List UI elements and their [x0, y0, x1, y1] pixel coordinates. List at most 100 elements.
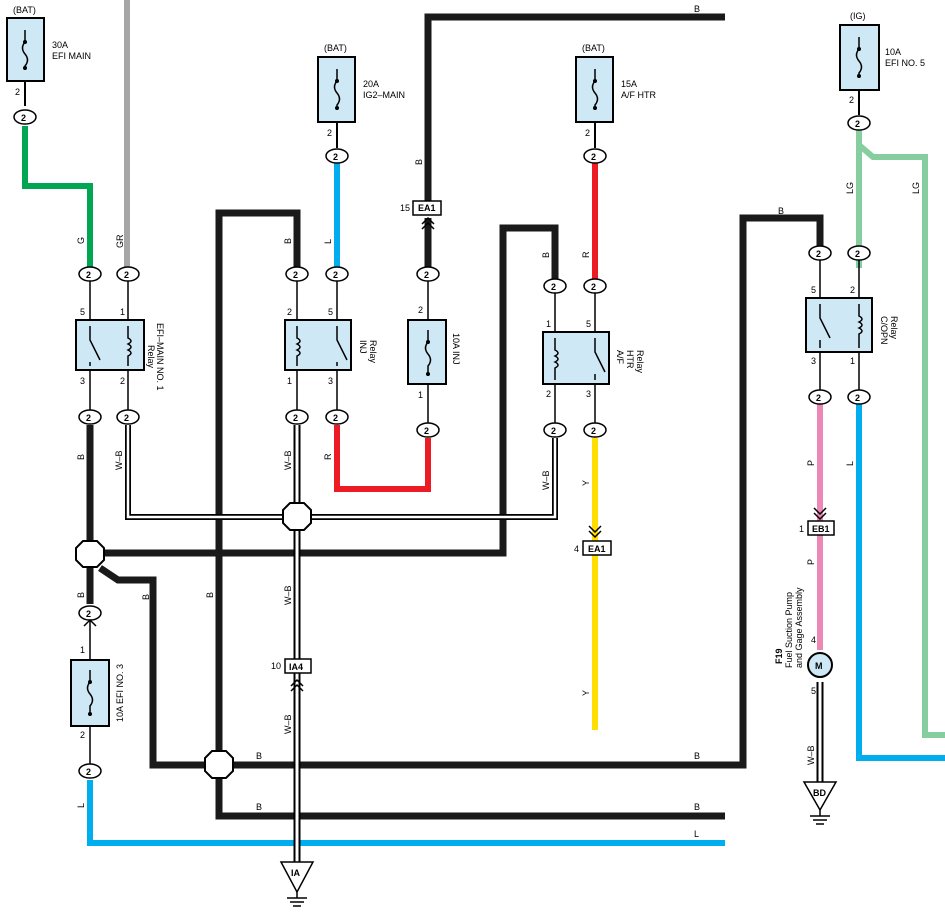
fuse-ig2-rating: 20A — [363, 79, 379, 89]
pin-number: 2 — [551, 426, 556, 436]
wires-black — [86, 13, 824, 820]
relay-inj-name2: Relay — [368, 340, 378, 364]
wire-label-wb: W–B — [806, 745, 816, 765]
wire-label-r: R — [581, 251, 591, 258]
wire-label-b: B — [76, 454, 86, 460]
connector-pin: 10 — [271, 661, 281, 671]
wire-label-lg: LG — [911, 182, 921, 194]
ground-ia: IA — [279, 861, 315, 907]
pin-number: 2 — [855, 249, 860, 259]
pin-number: 2 — [816, 249, 821, 259]
fuse-efi5-rating: 10A — [885, 47, 901, 57]
fuse-efi-main: (BAT) 30A EFI MAIN 2 2 — [6, 5, 91, 125]
connector-pin: 15 — [400, 203, 410, 213]
relay-copn-name1: C/OPN — [879, 316, 889, 345]
pin-label: 5 — [586, 319, 591, 329]
wire-label-b: B — [141, 594, 151, 600]
wires-white-black — [125, 425, 824, 862]
pin-label: 2 — [546, 389, 551, 399]
wire-label-wb: W–B — [283, 714, 293, 734]
fuse-efi5-name: EFI NO. 5 — [885, 58, 925, 68]
fuse-inj-label: 10A INJ — [451, 333, 461, 365]
connector-pin: 4 — [574, 544, 579, 554]
relay-copn-name2: Relay — [889, 316, 899, 340]
motor-ref: F19 — [774, 648, 784, 664]
pin-label: 2 — [849, 95, 854, 105]
wire-label-wb: W–B — [114, 450, 124, 470]
wire-label-wb: W–B — [283, 585, 293, 605]
connector-pin: 1 — [799, 524, 804, 534]
fuse-inj: 2 2 10A INJ 1 2 — [407, 266, 461, 438]
fuse-efi5-source: (IG) — [850, 11, 866, 21]
junction-ground — [204, 750, 234, 779]
wire-lightgreen-branch — [857, 142, 945, 738]
connector-ea1-top: 15 EA1 — [400, 200, 442, 230]
connector-ia4: 10 IA4 — [271, 658, 312, 692]
pin-label: 1 — [80, 645, 85, 655]
pin-number: 2 — [86, 413, 91, 423]
pin-number: 2 — [855, 393, 860, 403]
wire-label-b: B — [256, 802, 262, 812]
connector-id: EA1 — [588, 544, 606, 554]
pin-number: 2 — [551, 282, 556, 292]
pin-number: 2 — [293, 413, 298, 423]
wire-labels: B G GR B L B B R B LG LG B W–B W–B R W–B… — [76, 4, 921, 839]
pin-label: 2 — [287, 307, 292, 317]
wire-label-r: R — [323, 453, 333, 460]
pin-number: 2 — [591, 282, 596, 292]
pin-label: 2 — [120, 376, 125, 386]
wire-label-l: L — [76, 803, 86, 808]
pin-label: 5 — [328, 307, 333, 317]
pin-label: 1 — [546, 319, 551, 329]
pin-number: 2 — [591, 426, 596, 436]
fuse-efi-main-source: (BAT) — [13, 5, 36, 15]
pin-label: 1 — [287, 376, 292, 386]
relay-afhtr-name3: Relay — [635, 350, 645, 374]
relay-inj: 2 2 2 5 INJ Relay 1 3 2 2 — [284, 266, 378, 425]
relay-c-opn: 2 2 5 2 C/OPN Relay 3 1 2 2 — [805, 245, 899, 405]
pin-label: 1 — [120, 307, 125, 317]
motor-name1: Fuel Suction Pump — [784, 592, 794, 668]
fuse-efi-main-rating: 30A — [52, 40, 68, 50]
pin-label: 2 — [585, 128, 590, 138]
pin-number: 2 — [333, 270, 338, 280]
fuse-afhtr-name: A/F HTR — [621, 90, 656, 100]
pin-number: 2 — [333, 413, 338, 423]
relay-efi-name2: Relay — [146, 345, 156, 369]
junction-efi — [75, 540, 105, 568]
relay-afhtr-name1: A/F — [615, 350, 625, 365]
wire-label-b: B — [694, 4, 700, 14]
pin-number: 2 — [293, 270, 298, 280]
wire-blue-copn — [856, 404, 945, 761]
wire-label-wb: W–B — [541, 470, 551, 490]
ground-bd: BD — [802, 781, 838, 825]
fuse-ig2-source: (BAT) — [324, 43, 347, 53]
fuse-ig2-main: (BAT) 20A IG2–MAIN 2 2 — [317, 43, 405, 164]
pin-label: 2 — [327, 128, 332, 138]
wire-label-b: B — [76, 592, 86, 598]
fuse-af-htr: (BAT) 15A A/F HTR 2 2 — [575, 43, 656, 164]
fuse-afhtr-source: (BAT) — [582, 43, 605, 53]
fuse-efi-no3: 2 1 10A EFI NO. 3 2 2 — [70, 605, 125, 779]
wire-label-b: B — [694, 751, 700, 761]
wire-red-inj — [334, 425, 431, 492]
wire-blue-bottom — [87, 780, 725, 846]
wire-label-y: Y — [581, 690, 591, 696]
wire-label-wb: W–B — [283, 450, 293, 470]
wire-label-g: G — [76, 237, 86, 244]
motor-symbol: M — [815, 661, 823, 671]
pin-label: 3 — [328, 376, 333, 386]
pin-label: 3 — [811, 356, 816, 366]
pin-number: 2 — [86, 609, 91, 619]
wire-label-b: B — [541, 252, 551, 258]
pin-label: 2 — [80, 730, 85, 740]
wire-label-b: B — [694, 802, 700, 812]
wire-label-b: B — [778, 206, 784, 216]
pin-number: 2 — [424, 426, 429, 436]
motor-fuel-suction-pump: 4 M 5 F19 Fuel Suction Pump and Gage Ass… — [774, 587, 833, 696]
pin-label: 2 — [418, 305, 423, 315]
pin-number: 2 — [86, 270, 91, 280]
fuse-efi3-label: 10A EFI NO. 3 — [115, 664, 125, 722]
connector-ea1-bottom: 4 EA1 — [574, 525, 612, 556]
